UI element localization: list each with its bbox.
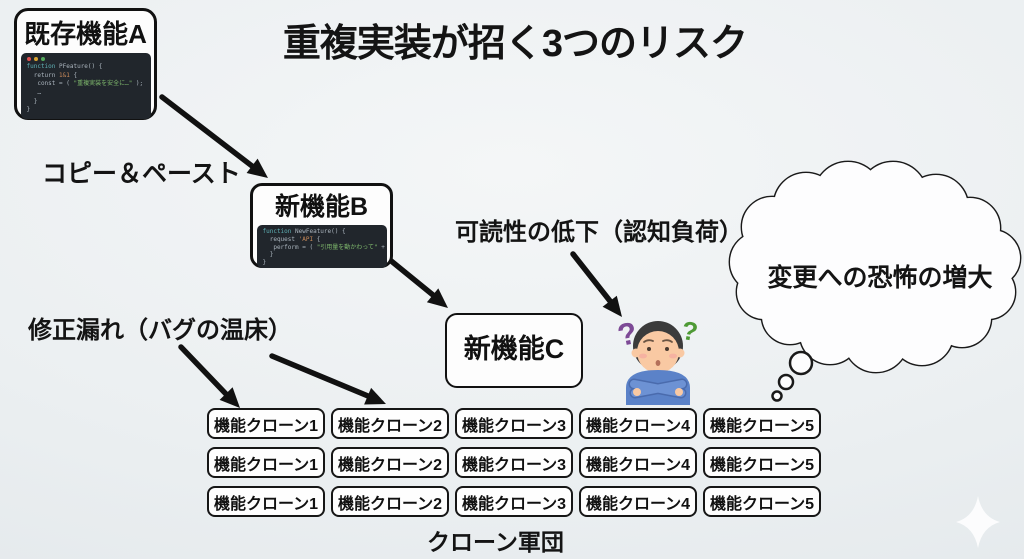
new-feature-c-label: 新機能C bbox=[463, 334, 565, 364]
new-feature-b-box: 新機能B function NewFeature() { request 'AP… bbox=[250, 183, 393, 268]
clone-army-caption: クローン軍団 bbox=[427, 529, 564, 555]
window-minimize-dot-icon bbox=[33, 57, 38, 61]
window-maximize-dot-icon bbox=[40, 57, 45, 61]
clone-box: 機能クローン2 bbox=[331, 447, 449, 478]
new-feature-b-code-window: function NewFeature() { request 'API { p… bbox=[256, 225, 387, 268]
clone-box: 機能クローン4 bbox=[579, 408, 697, 439]
arrow-b-to-c bbox=[387, 257, 448, 308]
arrow-readability-to-person bbox=[570, 251, 622, 317]
clone-box: 機能クローン3 bbox=[455, 486, 573, 517]
question-mark-right-icon: ? bbox=[679, 315, 700, 347]
sparkle-icon bbox=[956, 496, 1000, 548]
arrow-fix-leak-2 bbox=[269, 353, 386, 405]
confused-person-illustration: ? ? bbox=[614, 315, 700, 405]
clone-box: 機能クローン5 bbox=[703, 447, 821, 478]
existing-feature-label: 既存機能A bbox=[24, 19, 147, 49]
thought-trail bbox=[771, 350, 814, 402]
new-feature-b-label: 新機能B bbox=[274, 193, 369, 221]
fix-leak-risk-label: 修正漏れ（バグの温床） bbox=[28, 317, 292, 344]
clone-box: 機能クローン1 bbox=[207, 408, 325, 439]
clone-box: 機能クローン4 bbox=[579, 486, 697, 517]
arrow-copy-paste bbox=[159, 94, 268, 178]
clone-box: 機能クローン1 bbox=[207, 486, 325, 517]
fear-risk-label: 変更への恐怖の増大 bbox=[767, 264, 993, 292]
clone-box: 機能クローン3 bbox=[455, 447, 573, 478]
new-feature-b-code: function NewFeature() { request 'API { p… bbox=[262, 228, 385, 267]
clone-box: 機能クローン1 bbox=[207, 447, 325, 478]
clone-box: 機能クローン3 bbox=[455, 408, 573, 439]
copy-paste-label: コピー＆ペースト bbox=[42, 160, 241, 188]
new-feature-c-box: 新機能C bbox=[445, 313, 583, 388]
arrow-fix-leak-1 bbox=[178, 344, 240, 408]
existing-feature-code: function PFeature() { return 1&1 { const… bbox=[26, 63, 144, 114]
person-face bbox=[637, 331, 679, 373]
clone-box: 機能クローン2 bbox=[331, 408, 449, 439]
clone-box: 機能クローン5 bbox=[703, 408, 821, 439]
window-buttons bbox=[26, 57, 146, 61]
existing-feature-code-window: function PFeature() { return 1&1 { const… bbox=[20, 53, 151, 119]
clone-box: 機能クローン2 bbox=[331, 486, 449, 517]
thought-bubble bbox=[728, 160, 1022, 402]
clone-box: 機能クローン4 bbox=[579, 447, 697, 478]
existing-feature-box: 既存機能A function PFeature() { return 1&1 {… bbox=[14, 8, 157, 120]
clone-box: 機能クローン5 bbox=[703, 486, 821, 517]
page-title: 重複実装が招く3つのリスク bbox=[282, 23, 748, 65]
readability-risk-label: 可読性の低下（認知負荷） bbox=[455, 219, 743, 246]
window-close-dot-icon bbox=[26, 57, 31, 61]
